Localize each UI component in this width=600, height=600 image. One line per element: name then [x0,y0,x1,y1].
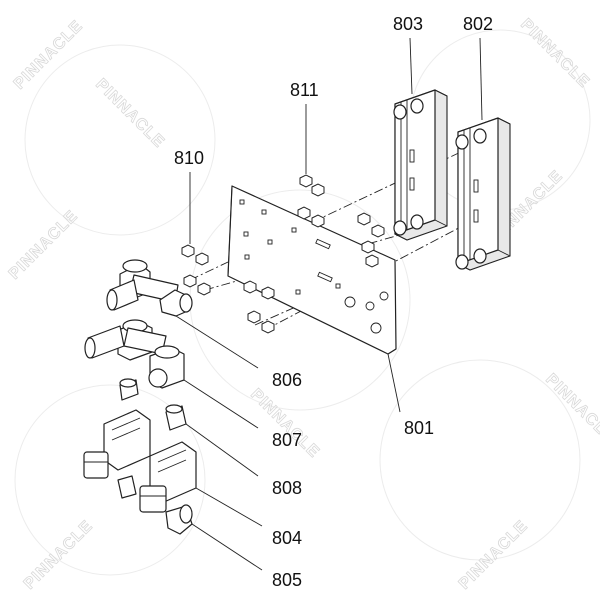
watermark-text: PINNACLE [542,371,600,447]
pipe-manifold-806 [106,259,193,317]
nuts-810 [181,244,211,296]
callout-801: 801 [404,418,434,438]
watermark-text: PINNACLE [11,17,87,93]
callout-811: 811 [290,80,319,100]
callouts: 803 802 811 810 801 806 807 808 804 805 [174,14,493,590]
callout-804: 804 [272,528,302,548]
callout-807: 807 [272,430,302,450]
callout-806: 806 [272,370,302,390]
valve-body-807 [84,319,185,389]
callout-802: 802 [463,14,493,34]
watermark-text: PINNACLE [456,517,532,593]
solenoid-valve-804 [139,441,197,513]
fitting-808 [165,404,187,431]
mounting-plate-801 [227,185,397,355]
callout-808: 808 [272,478,302,498]
plate-heat-exchanger-802 [455,117,511,271]
leader-lines [175,37,483,571]
solenoid-valve-upper [83,409,151,499]
plate-heat-exchanger-803 [393,89,448,241]
fitting-807 [119,378,139,401]
callout-810: 810 [174,148,204,168]
watermark-text: PINNACLE [92,76,168,152]
watermark-text: PINNACLE [517,16,593,92]
callout-803: 803 [393,14,423,34]
watermark-text: PINNACLE [6,207,82,283]
watermark-text: PINNACLE [21,517,97,593]
elbow-fitting-805 [165,504,193,535]
callout-805: 805 [272,570,302,590]
nuts-811 [243,174,385,334]
